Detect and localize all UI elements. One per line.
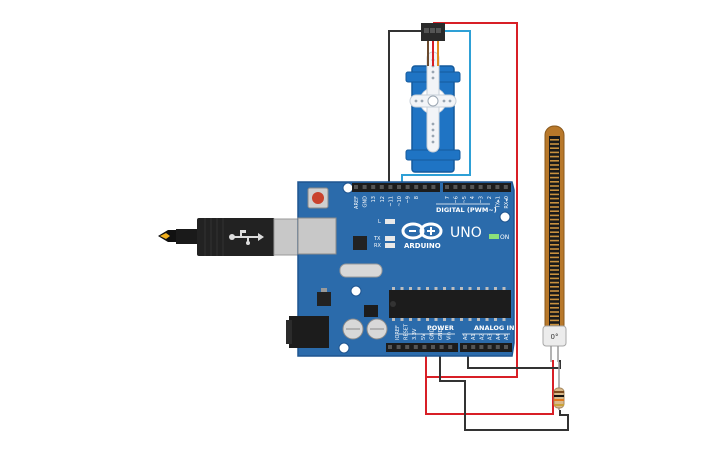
- pin-label: Vin: [447, 332, 453, 340]
- pin-label: TX▸1: [495, 196, 501, 209]
- crystal: [339, 263, 383, 278]
- pin-label: A2: [479, 333, 485, 340]
- board-brand: ARDUINO: [404, 242, 441, 250]
- pin-label: IOREF: [395, 325, 401, 340]
- pin-label: GND: [363, 196, 369, 208]
- digital-header: [352, 183, 511, 192]
- usb-icon: [229, 230, 264, 245]
- pin-label: 5V: [421, 333, 427, 340]
- usb-port: [297, 217, 337, 255]
- pin-label: 4: [470, 196, 476, 199]
- digital-label: DIGITAL (PWM~): [436, 206, 497, 214]
- power-jack: [289, 316, 329, 348]
- pin-label: 12: [380, 196, 386, 202]
- pin-label: RESET: [404, 323, 410, 340]
- pin-label: ~5: [462, 196, 468, 203]
- wire-servo-signal[interactable]: [401, 30, 471, 186]
- resistor[interactable]: [553, 362, 565, 410]
- pin-label: 13: [371, 196, 377, 202]
- wire-resistor-gnd[interactable]: [439, 347, 569, 431]
- wire-analog-a0[interactable]: [467, 347, 561, 369]
- arduino-logo: [401, 222, 443, 240]
- pin-label: A0: [463, 333, 469, 340]
- pin-label: ~3: [479, 196, 485, 203]
- pin-label: 2: [487, 196, 493, 199]
- pin-label: RX◂0: [504, 196, 510, 209]
- analog-label: ANALOG IN: [474, 324, 514, 332]
- power-header: [386, 343, 512, 352]
- pin-label: ~6: [453, 196, 459, 203]
- on-led: [489, 234, 499, 239]
- usb-chip: [353, 236, 367, 250]
- svg-text:RX: RX: [374, 243, 381, 249]
- pin-label: A4: [496, 333, 502, 340]
- flex-reading: 0°: [551, 333, 559, 341]
- atmega-chip: [389, 287, 511, 321]
- pin-label: ~11: [388, 196, 394, 207]
- pin-label: AREF: [354, 196, 360, 209]
- pin-label: A3: [488, 333, 494, 340]
- on-label: ON: [500, 234, 509, 241]
- pin-label: ~9: [406, 196, 412, 203]
- pin-label: 8: [414, 196, 420, 199]
- reset-button[interactable]: [307, 187, 329, 209]
- flex-sensor[interactable]: 0°: [542, 125, 567, 362]
- board-model: UNO: [450, 225, 482, 241]
- servo-motor[interactable]: [405, 23, 461, 173]
- pin-label: A5: [504, 333, 510, 340]
- svg-text:L: L: [378, 219, 381, 225]
- pin-label: 7: [445, 196, 451, 199]
- pin-label: A1: [471, 333, 477, 340]
- power-label: POWER: [427, 324, 454, 332]
- wire-flex-power[interactable]: [425, 347, 554, 415]
- svg-text:TX: TX: [373, 236, 381, 242]
- usb-cable[interactable]: [158, 218, 301, 256]
- wires: [388, 22, 569, 431]
- wire-servo-gnd[interactable]: [388, 30, 426, 186]
- status-leds: L TX RX: [373, 219, 395, 249]
- pin-label: ~10: [397, 196, 403, 207]
